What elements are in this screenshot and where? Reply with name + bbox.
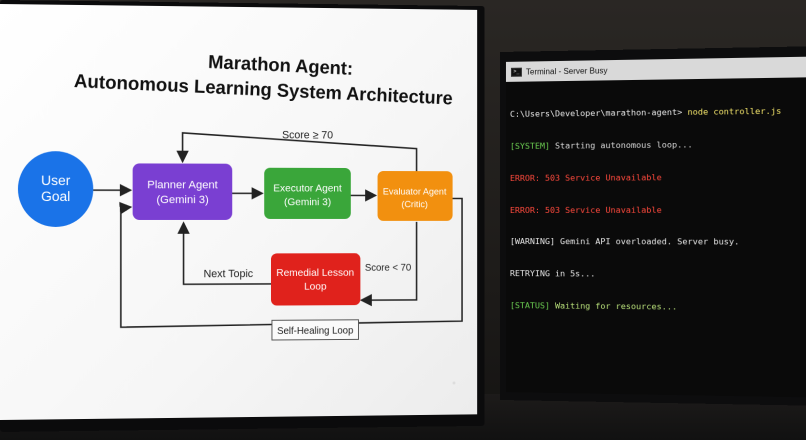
terminal-title: Terminal - Server Busy (525, 65, 608, 77)
remedial-line2: Loop (304, 282, 327, 293)
planner-line2: (Gemini 3) (156, 194, 209, 206)
tag-status: [STATUS] (509, 299, 550, 311)
evaluator-line2: (Critic) (401, 199, 428, 210)
node-executor-agent: Executor Agent (Gemini 3) (264, 167, 351, 219)
left-monitor: Marathon Agent: Autonomous Learning Syst… (0, 0, 485, 432)
terminal-prompt: C:\Users\Developer\marathon-agent> (509, 106, 683, 120)
terminal-icon: >_ (510, 67, 522, 77)
label-score-pass: Score ≥ 70 (282, 129, 333, 141)
line-status-text: Waiting for resources... (549, 300, 678, 312)
terminal-line-warning: [WARNING] Gemini API overloaded. Server … (510, 236, 806, 247)
terminal-line-system: [SYSTEM] Starting autonomous loop... (510, 138, 806, 151)
node-evaluator-agent: Evaluator Agent (Critic) (377, 171, 453, 221)
label-self-healing: Self-Healing Loop (277, 326, 354, 337)
user-goal-line1: User (41, 172, 71, 188)
label-self-healing-box: Self-Healing Loop (272, 320, 359, 340)
power-led (452, 381, 456, 385)
terminal-output[interactable]: C:\Users\Developer\marathon-agent> node … (506, 77, 806, 341)
diagram-title-line2: Autonomous Learning System Architecture (74, 71, 453, 109)
terminal-line-retry: RETRYING in 5s... (509, 268, 596, 279)
executor-line2: (Gemini 3) (284, 197, 331, 208)
node-remedial-loop: Remedial Lesson Loop (270, 253, 361, 306)
label-next-topic: Next Topic (204, 268, 254, 280)
diagram-title-line1: Marathon Agent: (208, 52, 354, 80)
planner-line1: Planner Agent (147, 179, 218, 191)
edge-fail-remedial (361, 222, 416, 300)
terminal-command-line: C:\Users\Developer\marathon-agent> node … (510, 105, 806, 119)
terminal-line-error-1: ERROR: 503 Service Unavailable (509, 171, 662, 183)
remedial-line1: Remedial Lesson (276, 268, 354, 279)
diagram-screen: Marathon Agent: Autonomous Learning Syst… (0, 4, 477, 420)
terminal-line-status: [STATUS] Waiting for resources... (510, 300, 806, 313)
user-goal-line2: Goal (41, 188, 70, 204)
node-planner-agent: Planner Agent (Gemini 3) (132, 163, 233, 220)
architecture-diagram: Marathon Agent: Autonomous Learning Syst… (0, 4, 477, 420)
tag-system: [SYSTEM] (509, 140, 550, 151)
terminal-window: >_ Terminal - Server Busy C:\Users\Devel… (505, 56, 806, 398)
line-warning-text: Gemini API overloaded. Server busy. (554, 236, 740, 247)
terminal-line-error-2: ERROR: 503 Service Unavailable (509, 204, 662, 215)
terminal-command: node controller.js (687, 105, 782, 118)
line-system-text: Starting autonomous loop... (549, 139, 693, 151)
executor-line1: Executor Agent (273, 184, 341, 195)
tag-warning: [WARNING] (509, 236, 555, 247)
label-score-fail: Score < 70 (365, 263, 412, 274)
node-user-goal: User Goal (17, 151, 94, 227)
evaluator-line1: Evaluator Agent (383, 187, 447, 198)
right-monitor: >_ Terminal - Server Busy C:\Users\Devel… (500, 46, 806, 406)
